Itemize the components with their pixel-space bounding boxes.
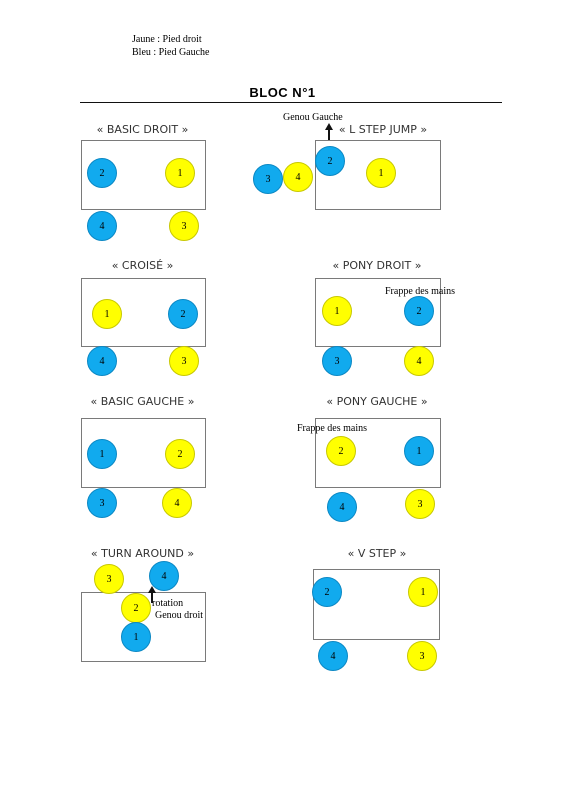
title-rule [80, 102, 502, 103]
l-step-jump-step-1: 1 [366, 158, 396, 188]
pony-gauche-step-1: 1 [404, 436, 434, 466]
v-step-box [313, 569, 440, 640]
v-step-step-2: 2 [312, 577, 342, 607]
l-step-jump-title: « L STEP JUMP » [338, 123, 428, 136]
v-step-title: « V STEP » [347, 547, 407, 560]
legend-yellow: Jaune : Pied droit [132, 34, 202, 45]
pony-gauche-title: « PONY GAUCHE » [326, 395, 428, 408]
v-step-step-4: 4 [318, 641, 348, 671]
legend-blue: Bleu : Pied Gauche [132, 47, 210, 58]
turn-around-step-3: 3 [94, 564, 124, 594]
turn-around-step-1: 1 [121, 622, 151, 652]
basic-gauche-title: « BASIC GAUCHE » [90, 395, 195, 408]
pony-droit-step-1: 1 [322, 296, 352, 326]
turn-around-box [81, 592, 206, 662]
basic-gauche-step-1: 1 [87, 439, 117, 469]
basic-droit-title: « BASIC DROIT » [96, 123, 189, 136]
croise-step-3: 3 [169, 346, 199, 376]
pony-gauche-step-3: 3 [405, 489, 435, 519]
basic-droit-step-4: 4 [87, 211, 117, 241]
basic-droit-box [81, 140, 206, 210]
basic-droit-step-2: 2 [87, 158, 117, 188]
croise-step-1: 1 [92, 299, 122, 329]
pony-droit-title: « PONY DROIT » [332, 259, 422, 272]
pony-droit-step-4: 4 [404, 346, 434, 376]
basic-droit-step-3: 3 [169, 211, 199, 241]
turn-around-note-genou: Genou droit [155, 610, 204, 621]
croise-title: « CROISÉ » [111, 259, 174, 272]
croise-box [81, 278, 206, 347]
basic-gauche-step-3: 3 [87, 488, 117, 518]
l-step-jump-note: Genou Gauche [283, 112, 343, 123]
croise-step-4: 4 [87, 346, 117, 376]
page-title: BLOC N°1 [249, 85, 316, 100]
pony-gauche-note: Frappe des mains [297, 423, 367, 434]
v-step-step-1: 1 [408, 577, 438, 607]
legend: Jaune : Pied droit Bleu : Pied Gauche [132, 33, 209, 59]
pony-droit-step-3: 3 [322, 346, 352, 376]
v-step-step-3: 3 [407, 641, 437, 671]
l-step-jump-step-2: 2 [315, 146, 345, 176]
pony-gauche-step-2: 2 [326, 436, 356, 466]
turn-around-step-2: 2 [121, 593, 151, 623]
basic-droit-step-1: 1 [165, 158, 195, 188]
l-step-jump-step-4: 4 [283, 162, 313, 192]
turn-around-note-rotation: rotation [152, 598, 184, 609]
basic-gauche-step-4: 4 [162, 488, 192, 518]
croise-step-2: 2 [168, 299, 198, 329]
pony-droit-box [315, 278, 441, 347]
pony-droit-note: Frappe des mains [385, 286, 455, 297]
pony-gauche-box [315, 418, 441, 488]
basic-gauche-box [81, 418, 206, 488]
l-step-jump-box [315, 140, 441, 210]
l-step-jump-step-3: 3 [253, 164, 283, 194]
basic-gauche-step-2: 2 [165, 439, 195, 469]
turn-around-title: « TURN AROUND » [90, 547, 195, 560]
pony-droit-step-2: 2 [404, 296, 434, 326]
pony-gauche-step-4: 4 [327, 492, 357, 522]
